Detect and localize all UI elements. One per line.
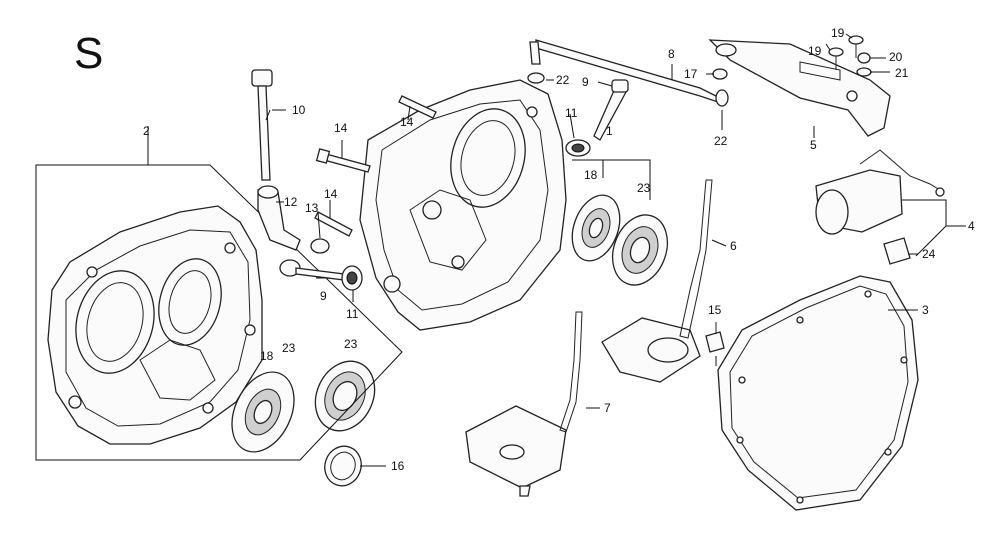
callout-9-upper: 9 <box>582 75 589 89</box>
callout-24: 24 <box>922 247 936 261</box>
crankcase-center <box>359 79 567 331</box>
callout-3: 3 <box>922 303 929 317</box>
callout-19-b: 19 <box>808 44 822 58</box>
callout-23-b: 23 <box>282 341 296 355</box>
gasket-3 <box>717 275 919 511</box>
callout-15: 15 <box>708 303 722 317</box>
bolt-14-b <box>398 95 437 119</box>
callout-23-c: 23 <box>344 337 358 351</box>
callout-18-b: 18 <box>260 349 274 363</box>
callout-19-a: 19 <box>831 26 845 40</box>
callout-7: 7 <box>604 401 611 415</box>
group-outline-4 <box>902 199 947 257</box>
nut-20 <box>857 52 871 64</box>
callout-16: 16 <box>391 459 405 473</box>
callout-10: 10 <box>292 103 306 117</box>
bolt-15 <box>705 322 725 353</box>
callout-11-lower: 11 <box>346 307 359 321</box>
bearing-18-left <box>231 371 295 453</box>
callout-14-b: 14 <box>400 115 414 129</box>
callout-17: 17 <box>684 67 698 81</box>
callout-2: 2 <box>143 124 150 138</box>
callout-20: 20 <box>889 50 903 64</box>
bearing-18-right <box>571 194 621 262</box>
callout-11-upper: 11 <box>565 106 578 120</box>
oil-scoop-6 <box>601 179 713 383</box>
leader-lines <box>265 33 918 467</box>
bolt-14-c <box>314 211 353 237</box>
callout-9-lower: 9 <box>320 289 327 303</box>
callout-4: 4 <box>968 219 975 233</box>
bearing-23-right <box>611 214 669 286</box>
clip-22-b <box>715 89 729 107</box>
oil-guide-7 <box>465 311 583 497</box>
o-ring-13 <box>310 238 330 254</box>
callout-6: 6 <box>730 239 737 253</box>
grommet-17 <box>712 68 728 80</box>
callout-13: 13 <box>305 201 319 215</box>
callout-23-a: 23 <box>637 181 651 195</box>
section-letter: S <box>74 29 103 78</box>
gasket-24 <box>883 237 911 265</box>
callout-8: 8 <box>668 47 675 61</box>
dipstick-10 <box>251 69 273 181</box>
callout-22-b: 22 <box>714 134 728 148</box>
oil-seal-11-lower <box>341 265 363 291</box>
bearing-23-left <box>314 360 376 432</box>
oil-alert-unit-4 <box>815 149 945 235</box>
oil-seal-16 <box>324 445 362 487</box>
screw-19-a <box>848 35 864 58</box>
callout-12: 12 <box>284 195 298 209</box>
callout-18-a: 18 <box>584 168 598 182</box>
callout-14-c: 14 <box>324 187 338 201</box>
callout-14-a: 14 <box>334 121 348 135</box>
oil-filler-tube-12 <box>257 185 301 251</box>
screw-19-b <box>828 47 844 70</box>
bracket-5 <box>708 39 891 137</box>
oil-seal-11-upper <box>565 139 591 157</box>
washer-21 <box>856 67 872 77</box>
callout-5: 5 <box>810 138 817 152</box>
bolt-14-a <box>315 148 371 173</box>
crankcase-cover-left <box>47 205 263 445</box>
callout-21: 21 <box>895 66 909 80</box>
callout-1: 1 <box>606 124 613 138</box>
callout-labels: 1 2 3 4 5 6 7 8 9 9 10 11 11 12 13 14 14… <box>143 26 975 473</box>
group-outline-2 <box>35 126 403 461</box>
clip-22-a <box>527 72 545 84</box>
callout-22-a: 22 <box>556 73 570 87</box>
